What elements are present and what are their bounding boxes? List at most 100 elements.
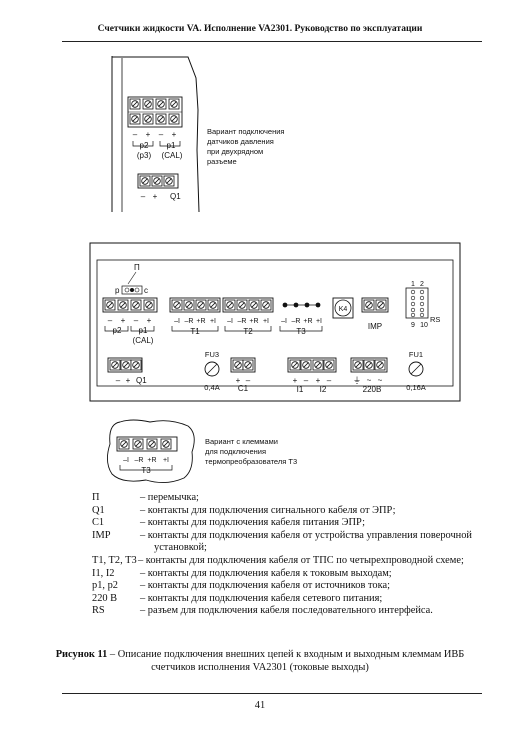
legend-item: Q1 – контакты для подключения сигнального…	[92, 505, 492, 518]
terminal-block-imp: IMP	[361, 297, 389, 331]
svg-text:–I: –I	[227, 318, 233, 325]
label-q1: Q1	[136, 376, 147, 385]
svg-text:10: 10	[420, 322, 428, 329]
legend-text: – контакты для подключения сигнального к…	[140, 504, 396, 516]
legend-text: – контакты для подключения кабеля к токо…	[140, 567, 392, 579]
figure-caption: Рисунок 11 – Описание подключения внешни…	[40, 649, 480, 674]
svg-text:–: –	[304, 376, 309, 385]
svg-text:+: +	[126, 376, 131, 385]
legend-key: I1, I2	[92, 567, 115, 579]
svg-text:0,16A: 0,16A	[406, 383, 426, 392]
svg-text:+I: +I	[263, 318, 269, 325]
legend-key: T1, T2, T3	[92, 554, 137, 566]
rs-connector: 1 2 9 10 RS	[405, 281, 440, 329]
legend-item: C1 – контакты для подключения кабеля пита…	[92, 517, 492, 530]
svg-text:Вариант с клеммами: Вариант с клеммами	[205, 437, 278, 446]
ground-icon: ⏚	[353, 376, 361, 385]
legend-item: 220 В– контакты для подключения кабеля с…	[92, 593, 492, 606]
label-220v: 220В	[363, 385, 382, 394]
label-cal: (CAL)	[162, 151, 183, 160]
page-number: 41	[254, 700, 266, 711]
label-q1: Q1	[170, 192, 181, 201]
legend-key: RS	[92, 605, 105, 617]
svg-text:–: –	[134, 316, 139, 325]
label-p3: (p3)	[137, 151, 152, 160]
svg-text:+I: +I	[210, 318, 216, 325]
svg-text:c: c	[144, 286, 148, 295]
legend-item: T1, T2, T3– контакты для подключения каб…	[92, 555, 492, 568]
svg-text:–R: –R	[135, 457, 144, 464]
label-p1: p1	[139, 326, 148, 335]
legend-text: – контакты для подключения кабеля от ТПС…	[138, 554, 464, 566]
terminal-block-t2: –I –R +R +I T2	[222, 297, 274, 336]
jumper-p: П p c	[115, 263, 148, 295]
page-header-title: Счетчики жидкости VA. Исполнение VA2301.…	[97, 24, 423, 34]
svg-text:датчиков давления: датчиков давления	[207, 137, 274, 146]
svg-text:для подключения: для подключения	[205, 447, 266, 456]
k4-relay: K4	[332, 297, 354, 319]
terminal-block-220v: ⏚ ~ ~ 220В	[350, 357, 388, 394]
caption-text-2: счетчиков исполнения VA2301 (токовые вых…	[151, 661, 369, 673]
legend-key: IMP	[92, 529, 111, 541]
legend-item: установкой;	[92, 542, 492, 555]
svg-text:+: +	[293, 376, 298, 385]
svg-text:K4: K4	[339, 306, 348, 313]
fuse-fu1: FU1 0,16A	[406, 350, 426, 392]
legend-text: – контакты для подключения кабеля от ист…	[140, 580, 390, 592]
svg-text:+: +	[121, 316, 126, 325]
svg-text:+R: +R	[147, 457, 156, 464]
svg-text:разъеме: разъеме	[207, 157, 237, 166]
top-panel: – + – + p2 p1 (p3) (CAL) – + Q1 Вариант …	[111, 56, 284, 213]
svg-text:+: +	[236, 376, 241, 385]
legend-text: – контакты для подключения кабеля питани…	[140, 517, 366, 529]
svg-text:+I: +I	[163, 457, 169, 464]
svg-text:+: +	[147, 316, 152, 325]
sign: –	[159, 130, 164, 139]
label-p2: p2	[140, 141, 149, 150]
label-t3: T3	[141, 466, 151, 475]
sign: –	[133, 130, 138, 139]
sign: +	[153, 192, 158, 201]
legend-key: C1	[92, 517, 105, 529]
terminal-block-q1: – + Q1	[107, 357, 147, 385]
svg-text:–R: –R	[185, 318, 194, 325]
terminal-block-t3-pads: –I –R +R +I T3	[279, 302, 323, 336]
label-t3: T3	[296, 327, 306, 336]
legend-item: IMP – контакты для подключения кабеля от …	[92, 530, 492, 543]
connection-diagram: – + – + p2 p1 (p3) (CAL) – + Q1 Вариант …	[89, 56, 461, 483]
legend-key: p1, p2	[92, 580, 118, 592]
svg-text:FU1: FU1	[409, 350, 423, 359]
svg-text:~: ~	[367, 376, 372, 385]
terminal-block-q1-top: – + Q1	[137, 173, 181, 201]
svg-text:–R: –R	[292, 318, 301, 325]
label-jumper: П	[134, 263, 140, 272]
legend-item: I1, I2 – контакты для подключения кабеля …	[92, 568, 492, 581]
svg-text:2: 2	[420, 281, 424, 288]
legend-key: П	[92, 492, 100, 503]
caption-text-1: – Описание подключения внешних цепей к в…	[107, 649, 465, 660]
legend-key: Q1	[92, 504, 105, 516]
svg-text:+R: +R	[303, 318, 312, 325]
svg-text:+R: +R	[249, 318, 258, 325]
fuse-fu3: FU3 0,4A	[204, 350, 219, 392]
terminal-block-c1: + – C1	[230, 357, 256, 393]
sign: +	[146, 130, 151, 139]
legend-item: p1, p2 – контакты для подключения кабеля …	[92, 580, 492, 593]
label-c1: C1	[238, 384, 249, 393]
label-rs: RS	[430, 315, 440, 324]
legend-text: – разъем для подключения кабеля последов…	[140, 605, 433, 617]
legend-key: 220 В	[92, 592, 118, 604]
terminal-block-p: – + – + p2 p1 (CAL)	[102, 297, 158, 345]
label-imp: IMP	[368, 322, 382, 331]
terminal-block-i1-i2: + – + – I1 I2	[287, 357, 337, 394]
terminal-block-t1: –I –R +R +I T1	[169, 297, 221, 336]
legend-text: – контакты для подключения кабеля от уст…	[140, 529, 472, 541]
caption-label: Рисунок 11	[55, 649, 108, 660]
note-pressure-sensors: Вариант подключения датчиков давления пр…	[207, 127, 284, 166]
svg-text:0,4A: 0,4A	[204, 383, 219, 392]
svg-text:Вариант подключения: Вариант подключения	[207, 127, 284, 136]
label-i2: I2	[320, 385, 327, 394]
svg-text:–I: –I	[123, 457, 129, 464]
label-p2: p2	[113, 326, 122, 335]
svg-text:+I: +I	[316, 318, 322, 325]
